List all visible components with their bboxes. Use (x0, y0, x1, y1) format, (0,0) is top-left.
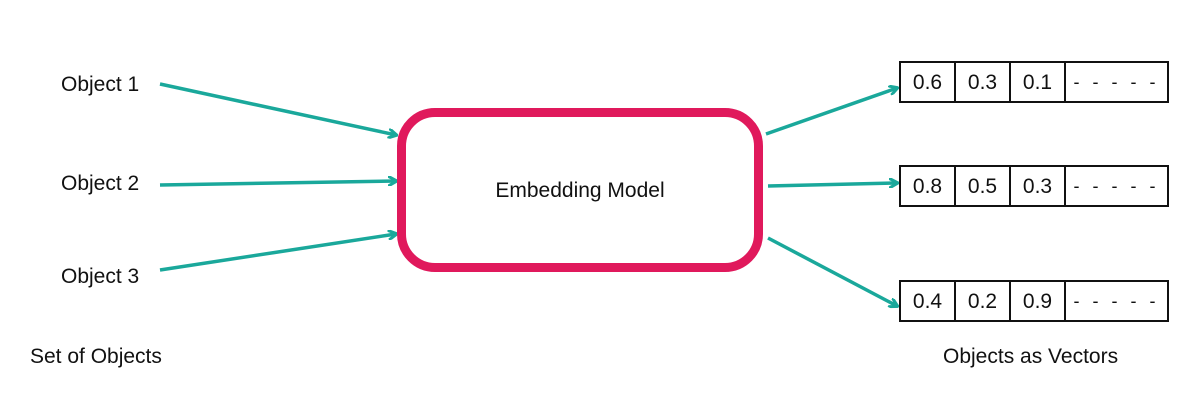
vector-2-ellipsis: - - - - - (1073, 176, 1160, 196)
arrow-model-to-vector3 (767, 236, 897, 306)
object-2-label: Object 2 (61, 172, 140, 195)
arrow-model-to-vector2 (767, 183, 897, 186)
vector-2: 0.8 0.5 0.3 - - - - - (899, 165, 1169, 207)
vector-2-cell-1: 0.8 (901, 167, 956, 205)
set-of-objects-caption: Set of Objects (30, 345, 162, 368)
object-3-label: Object 3 (61, 265, 140, 288)
vector-3-cell-2: 0.2 (956, 282, 1011, 320)
embedding-model-label: Embedding Model (495, 178, 665, 202)
vector-3: 0.4 0.2 0.9 - - - - - (899, 280, 1169, 322)
vector-1-cell-2: 0.3 (956, 63, 1011, 101)
embedding-model-box: Embedding Model (397, 108, 763, 272)
objects-as-vectors-caption: Objects as Vectors (943, 345, 1119, 368)
vector-1-ellipsis: - - - - - (1073, 72, 1160, 92)
arrow-model-to-vector1 (765, 88, 897, 136)
vector-3-ellipsis: - - - - - (1073, 291, 1160, 311)
arrow-object1-to-model (159, 82, 396, 135)
vector-2-cell-3: 0.3 (1011, 167, 1066, 205)
vector-2-cell-2: 0.5 (956, 167, 1011, 205)
vector-3-cell-1: 0.4 (901, 282, 956, 320)
object-1-label: Object 1 (61, 73, 140, 96)
arrow-object2-to-model (159, 181, 396, 187)
vector-3-cell-3: 0.9 (1011, 282, 1066, 320)
vector-1-cell-3: 0.1 (1011, 63, 1066, 101)
vector-1: 0.6 0.3 0.1 - - - - - (899, 61, 1169, 103)
vector-1-cell-1: 0.6 (901, 63, 956, 101)
arrow-object3-to-model (159, 234, 396, 272)
